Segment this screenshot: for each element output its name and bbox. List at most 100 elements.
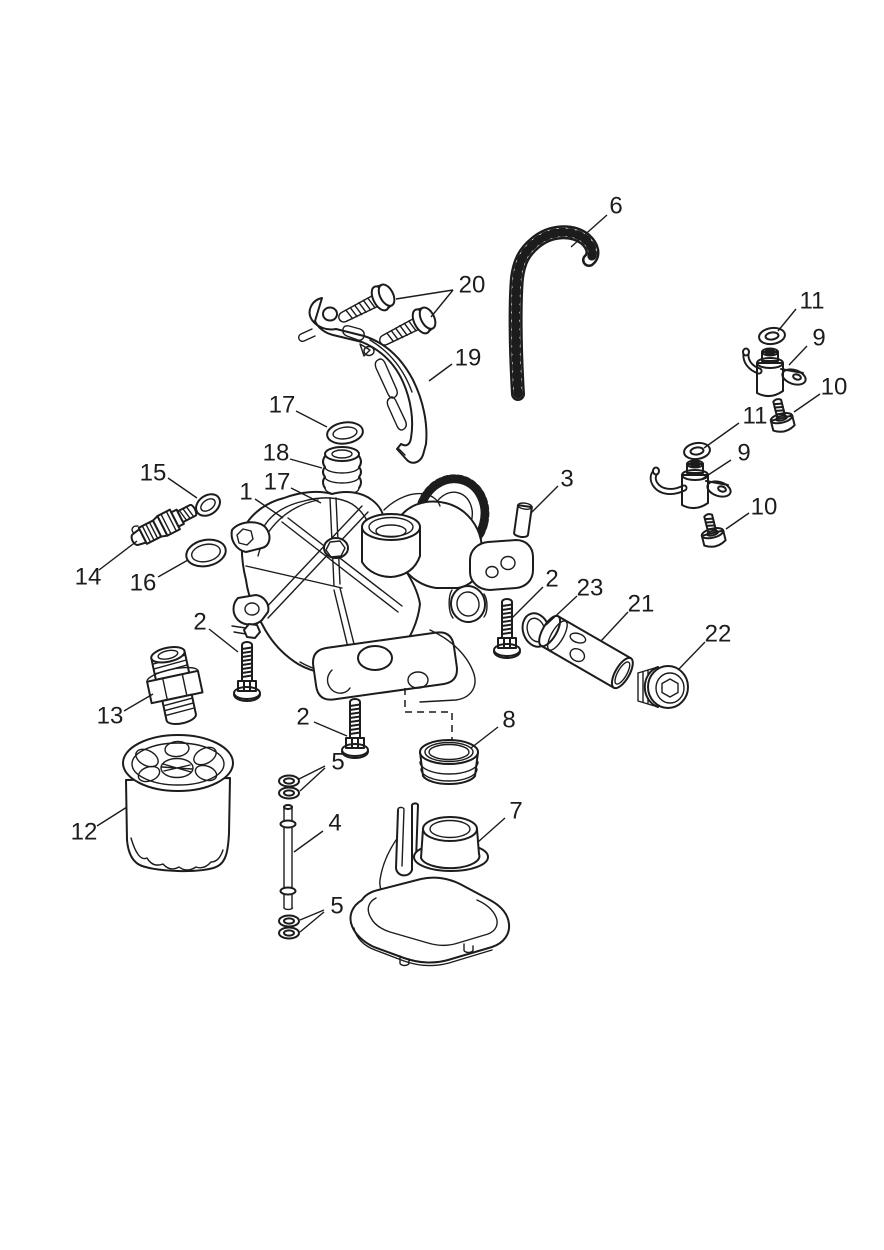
leader-line xyxy=(788,345,808,366)
leader-line xyxy=(545,595,578,626)
part-2-bolt-left xyxy=(233,641,261,702)
part-2-bolt-right xyxy=(493,598,521,659)
callout-label: 13 xyxy=(97,703,124,730)
callout-label: 21 xyxy=(628,591,655,618)
part-2-bolt-bottom xyxy=(341,698,369,759)
part-10-bolt-upper xyxy=(765,395,797,435)
callout-label: 18 xyxy=(263,440,290,467)
callout-label: 2 xyxy=(296,704,309,731)
part-1-oil-pump-body xyxy=(230,474,534,703)
callout-23: 23 xyxy=(545,575,604,626)
part-11-washer-upper xyxy=(757,325,787,347)
callout-16: 16 xyxy=(130,559,189,597)
callout-7: 7 xyxy=(477,798,523,843)
callout-11-upper: 11 xyxy=(777,288,825,332)
callout-21: 21 xyxy=(600,591,655,642)
leader-line xyxy=(477,817,506,843)
alignment-dashed-line xyxy=(404,688,453,755)
callout-label: 14 xyxy=(75,564,102,591)
callout-label: 15 xyxy=(140,460,167,487)
callout-label: 5 xyxy=(330,893,343,920)
callout-label: 16 xyxy=(130,570,157,597)
callout-13: 13 xyxy=(97,693,154,730)
leader-line xyxy=(530,485,559,514)
part-10-bolt-lower xyxy=(696,510,728,550)
leader-line xyxy=(395,289,454,318)
leader-line xyxy=(777,308,797,332)
callout-2-left: 2 xyxy=(193,609,239,653)
callout-8: 8 xyxy=(470,707,516,749)
part-22-plug xyxy=(637,665,689,709)
leader-line xyxy=(295,410,328,428)
callout-20: 20 xyxy=(395,272,486,318)
part-3-dowel xyxy=(513,502,533,538)
leader-line xyxy=(677,641,706,671)
callout-4: 4 xyxy=(293,810,342,853)
callout-label: 22 xyxy=(705,621,732,648)
leader-line xyxy=(313,721,348,737)
part-12-oil-filter xyxy=(122,734,234,873)
callout-label: 4 xyxy=(328,810,341,837)
part-16-oring xyxy=(185,538,227,568)
leader-line xyxy=(157,559,189,578)
part-4-oil-pipe xyxy=(279,804,297,911)
callout-label: 17 xyxy=(264,469,291,496)
part-21-valve-sleeve xyxy=(538,614,634,690)
callout-17-lower: 17 xyxy=(264,469,322,504)
callout-label: 19 xyxy=(455,345,482,372)
leader-line xyxy=(428,363,453,382)
part-6-chain xyxy=(508,225,600,401)
callout-label: 20 xyxy=(459,272,486,299)
callout-15: 15 xyxy=(140,460,198,499)
callout-22: 22 xyxy=(677,621,732,671)
part-15-oring xyxy=(195,493,221,517)
callout-17-upper: 17 xyxy=(269,392,328,428)
part-17-oring-upper xyxy=(326,421,364,445)
part-14-pressure-switch xyxy=(130,503,198,546)
callout-6: 6 xyxy=(570,193,623,248)
leader-line xyxy=(290,487,322,504)
leader-line xyxy=(299,909,325,933)
leader-line xyxy=(725,512,750,530)
callout-label: 10 xyxy=(751,494,778,521)
callout-2-bottom: 2 xyxy=(296,704,348,737)
callout-label: 1 xyxy=(239,479,252,506)
callout-label: 17 xyxy=(269,392,296,419)
leader-line xyxy=(98,540,138,571)
callout-11-lower: 11 xyxy=(703,403,767,449)
callout-label: 3 xyxy=(560,466,573,493)
callout-label: 9 xyxy=(812,325,825,352)
callout-label: 8 xyxy=(502,707,515,734)
leader-line xyxy=(208,628,239,653)
callout-10-upper: 10 xyxy=(793,374,848,413)
leader-line xyxy=(254,498,284,519)
callout-label: 7 xyxy=(509,798,522,825)
part-9-oil-jet-lower xyxy=(649,459,734,510)
callout-14: 14 xyxy=(75,540,138,591)
callout-label: 2 xyxy=(545,566,558,593)
callout-5-upper: 5 xyxy=(298,749,345,792)
leader-line xyxy=(470,726,499,749)
leader-line xyxy=(600,611,629,642)
callout-label: 5 xyxy=(331,749,344,776)
part-7-strainer xyxy=(349,802,511,967)
leader-line xyxy=(123,693,154,712)
callout-18: 18 xyxy=(263,440,323,469)
part-8-seal xyxy=(419,739,479,786)
callout-3: 3 xyxy=(530,466,574,514)
callout-9-lower: 9 xyxy=(701,440,751,480)
part-18-collar xyxy=(322,446,362,496)
leader-line xyxy=(793,393,821,413)
leader-line xyxy=(701,459,732,480)
callout-10-lower: 10 xyxy=(725,494,778,530)
callout-12: 12 xyxy=(71,806,128,846)
leader-line xyxy=(289,458,323,469)
callout-label: 23 xyxy=(577,575,604,602)
callout-label: 11 xyxy=(800,288,825,315)
callout-19: 19 xyxy=(428,345,482,382)
callout-label: 10 xyxy=(821,374,848,401)
part-13-union xyxy=(146,646,204,725)
part-5-washers-lower xyxy=(278,914,300,940)
callout-1: 1 xyxy=(239,479,284,519)
